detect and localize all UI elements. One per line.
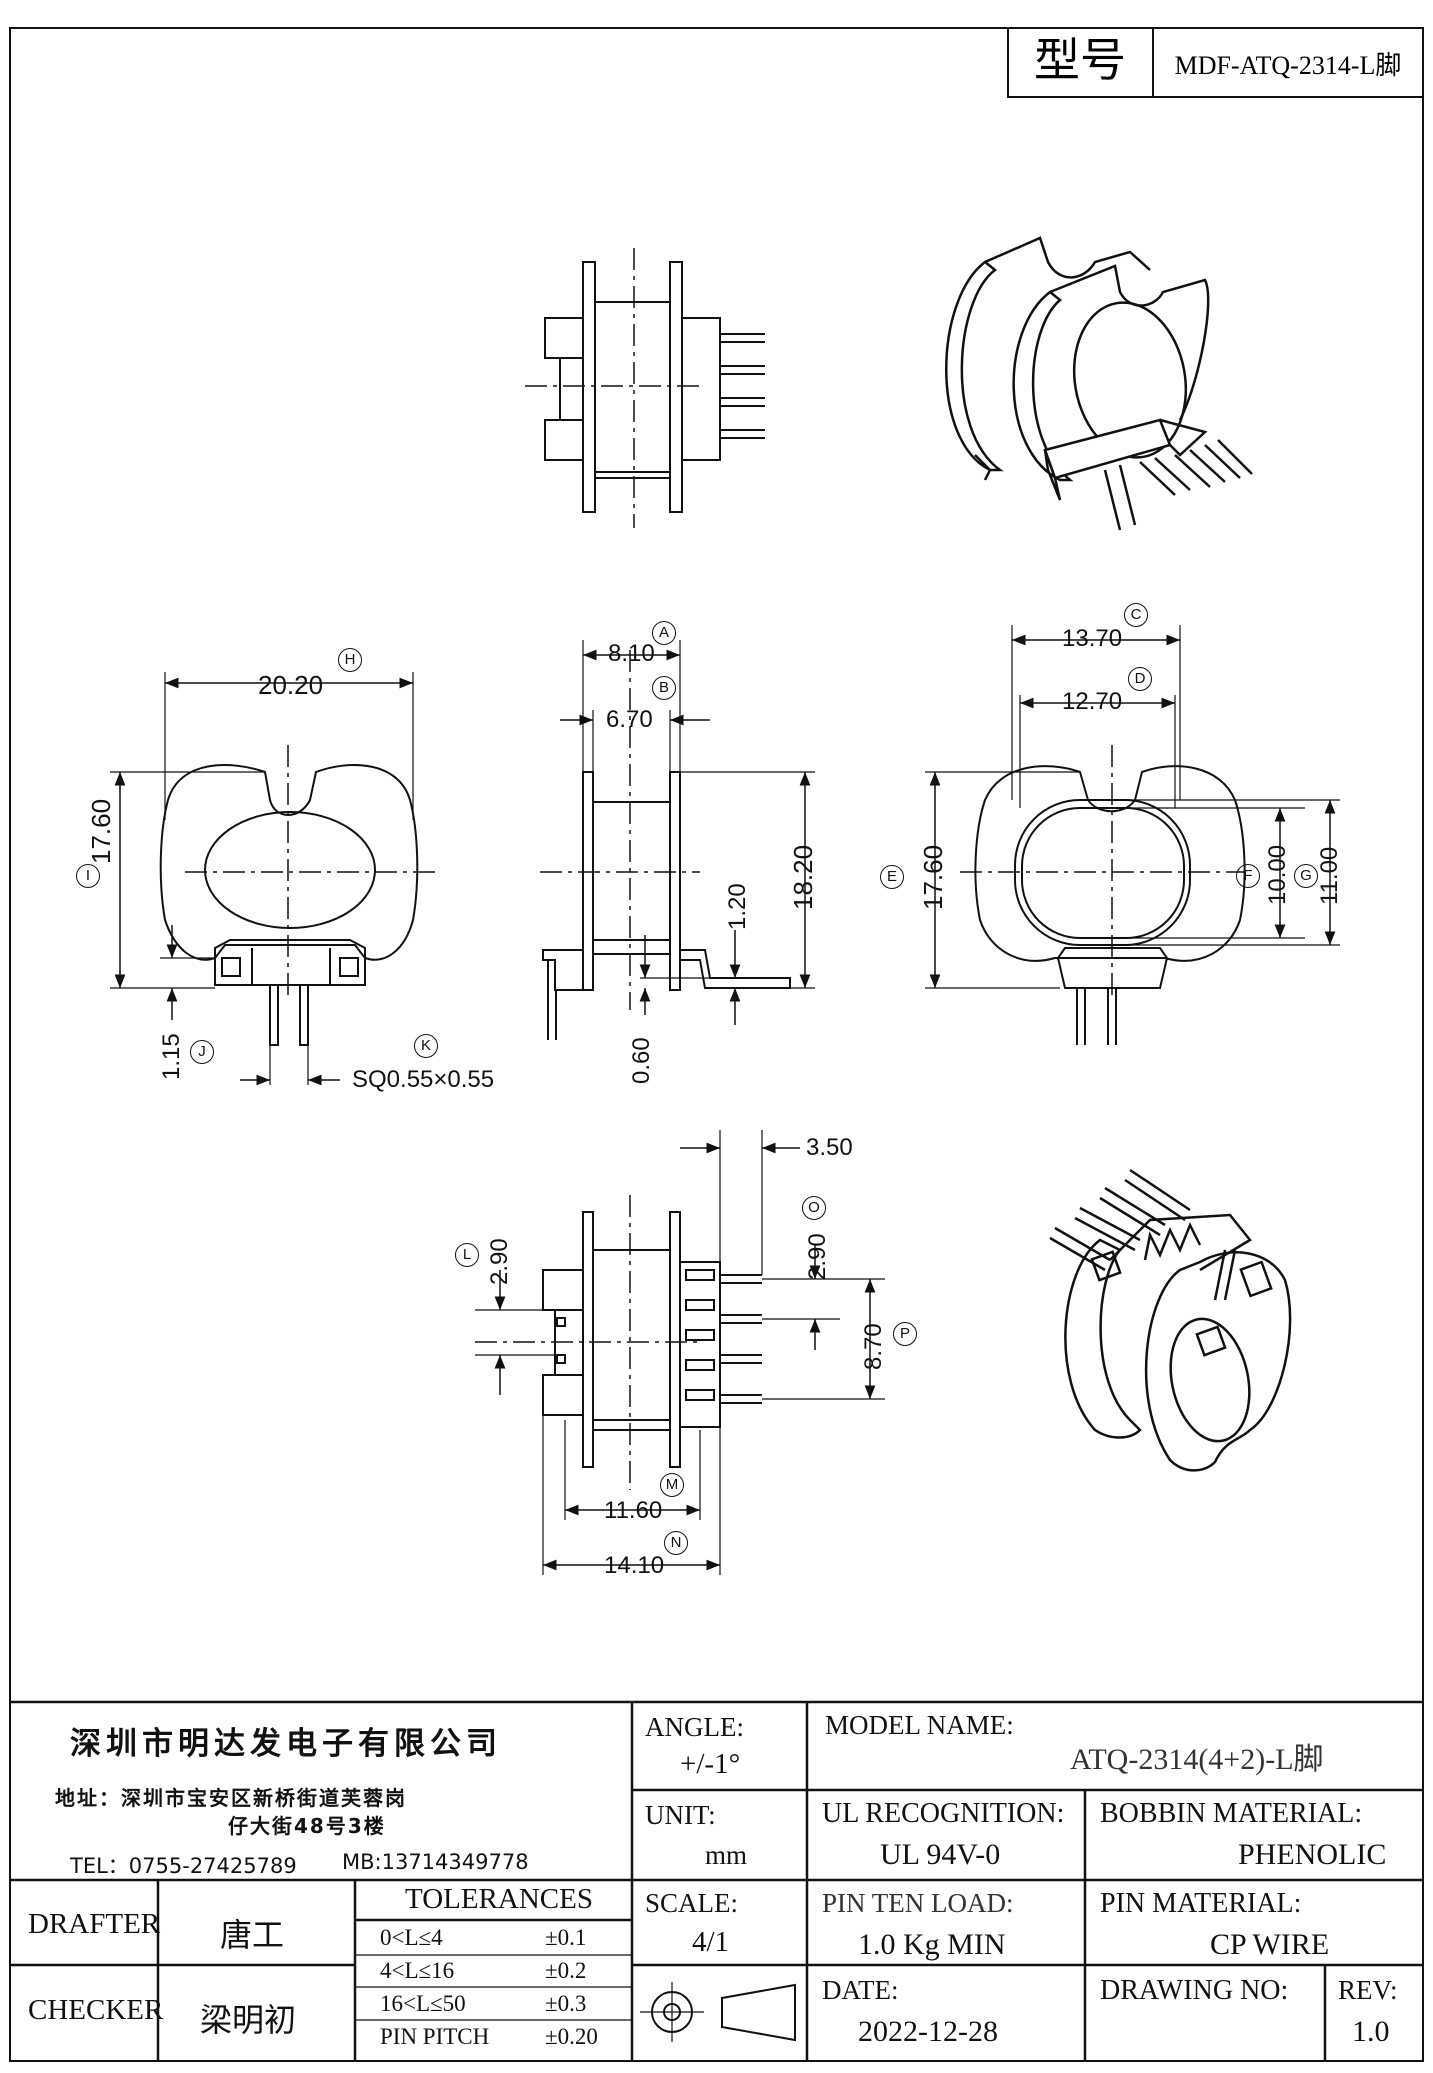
dim-m-value: 11.60 — [604, 1497, 663, 1524]
dim-k-value: SQ0.55×0.55 — [352, 1066, 495, 1093]
back-view — [925, 625, 1340, 1045]
bottom-view — [475, 1130, 885, 1575]
tolerance-value-1: ±0.2 — [545, 1958, 587, 1983]
dim-a-value: 8.10 — [608, 640, 655, 667]
pin-ten-load-value: 1.0 Kg MIN — [858, 1928, 1006, 1961]
ul-recognition-label: UL RECOGNITION: — [822, 1798, 1065, 1829]
bobbin-material-value: PHENOLIC — [1238, 1838, 1387, 1871]
pin-material-value: CP WIRE — [1210, 1928, 1330, 1961]
angle-value: +/-1° — [680, 1748, 741, 1780]
top-plan-view — [525, 248, 765, 528]
dim-e-tag: E — [880, 865, 904, 889]
dim-d-value: 12.70 — [1062, 688, 1123, 715]
dim-d-tag: D — [1128, 667, 1152, 691]
tolerance-range-0: 0<L≤4 — [380, 1925, 443, 1950]
dim-b-value: 6.70 — [606, 706, 653, 733]
dim-p-value: 8.70 — [860, 1323, 887, 1370]
address-line-2: 仔大街48号3楼 — [228, 1814, 386, 1838]
tolerance-range-2: 16<L≤50 — [380, 1991, 466, 2016]
tel: TEL：0755-27425789 — [70, 1854, 297, 1878]
drafter-label: DRAFTER — [28, 1908, 161, 1940]
drafter-value: 唐工 — [220, 1916, 285, 1954]
model-name-label: MODEL NAME: — [825, 1710, 1014, 1740]
dim-f-value: 10.00 — [1264, 844, 1291, 905]
dim-c-tag: C — [1124, 603, 1148, 627]
dim-top-offset: 3.50 — [806, 1134, 853, 1161]
dim-o-value: 2.90 — [804, 1233, 831, 1280]
date-value: 2022-12-28 — [858, 2015, 998, 2048]
model-name-value: ATQ-2314(4+2)-L脚 — [1070, 1743, 1324, 1776]
drawing-no-label: DRAWING NO: — [1100, 1975, 1289, 2006]
checker-value: 梁明初 — [200, 2001, 297, 2039]
date-label: DATE: — [822, 1975, 899, 2005]
unit-label: UNIT: — [645, 1800, 716, 1830]
sheet-border — [9, 27, 1424, 2062]
dim-h-value: 20.20 — [258, 670, 324, 700]
scale-value: 4/1 — [692, 1926, 730, 1958]
bobbin-material-label: BOBBIN MATERIAL: — [1100, 1798, 1363, 1829]
side-view-dims — [560, 649, 811, 1025]
tolerances-label: TOLERANCES — [405, 1883, 593, 1915]
tolerance-range-1: 4<L≤16 — [380, 1958, 455, 1983]
dim-c-value: 13.70 — [1062, 625, 1123, 652]
tolerance-value-2: ±0.3 — [545, 1991, 587, 2016]
dim-p-tag: P — [893, 1322, 917, 1346]
isometric-view-bottom — [1049, 1168, 1292, 1472]
dim-o-tag: O — [802, 1196, 826, 1220]
model-header-value: MDF-ATQ-2314-L脚 — [1175, 51, 1402, 80]
checker-label: CHECKER — [28, 1994, 164, 2026]
dim-side-base: 0.60 — [628, 1037, 655, 1084]
tolerance-range-3: PIN PITCH — [380, 2024, 490, 2049]
angle-label: ANGLE: — [645, 1712, 744, 1742]
dim-j-tag: J — [190, 1040, 214, 1064]
dim-l-value: 2.90 — [486, 1238, 513, 1285]
dim-f-tag: F — [1236, 864, 1260, 888]
dim-n-value: 14.10 — [604, 1552, 665, 1579]
dim-k-tag: K — [414, 1034, 438, 1058]
back-view-dims — [929, 634, 1336, 988]
unit-value: mm — [705, 1840, 748, 1870]
dim-i-value: 17.60 — [86, 798, 116, 864]
scale-label: SCALE: — [645, 1888, 739, 1918]
dim-side-step: 1.20 — [724, 883, 751, 930]
ul-recognition-value: UL 94V-0 — [880, 1838, 1001, 1871]
pin-material-label: PIN MATERIAL: — [1100, 1888, 1302, 1919]
dim-a-tag: A — [652, 621, 676, 645]
dim-g-tag: G — [1294, 864, 1318, 888]
dim-i-tag: I — [76, 864, 100, 888]
side-view — [540, 640, 815, 1040]
isometric-view-top — [945, 236, 1253, 531]
dim-b-tag: B — [652, 676, 676, 700]
rev-value: 1.0 — [1352, 2015, 1390, 2048]
front-view-dims — [114, 677, 413, 1086]
dim-side-height: 18.20 — [788, 844, 818, 910]
dim-j-value: 1.15 — [158, 1033, 185, 1080]
dim-h-tag: H — [338, 648, 362, 672]
tolerance-value-0: ±0.1 — [545, 1925, 587, 1950]
scale-symbol-icon — [640, 1982, 796, 2042]
dim-l-tag: L — [455, 1243, 479, 1267]
tolerance-value-3: ±0.20 — [545, 2024, 598, 2049]
rev-label: REV: — [1338, 1975, 1398, 2005]
front-view — [110, 672, 440, 1085]
model-header-label: 型号 — [1034, 33, 1126, 87]
dim-m-tag: M — [660, 1473, 684, 1497]
company-name: 深圳市明达发电子有限公司 — [70, 1726, 502, 1762]
dim-n-tag: N — [664, 1531, 688, 1555]
pin-ten-load-label: PIN TEN LOAD: — [822, 1888, 1014, 1918]
mobile: MB:13714349778 — [342, 1850, 529, 1874]
model-header-box — [1007, 27, 1424, 98]
address-line-1: 地址：深圳市宝安区新桥街道芙蓉岗 — [55, 1786, 407, 1810]
dim-g-value: 11.00 — [1316, 846, 1343, 905]
dim-e-value: 17.60 — [918, 844, 948, 910]
tolerance-row-lines — [355, 1954, 632, 2021]
bottom-view-dims — [494, 1142, 876, 1571]
title-block-grid — [10, 1700, 1423, 2061]
